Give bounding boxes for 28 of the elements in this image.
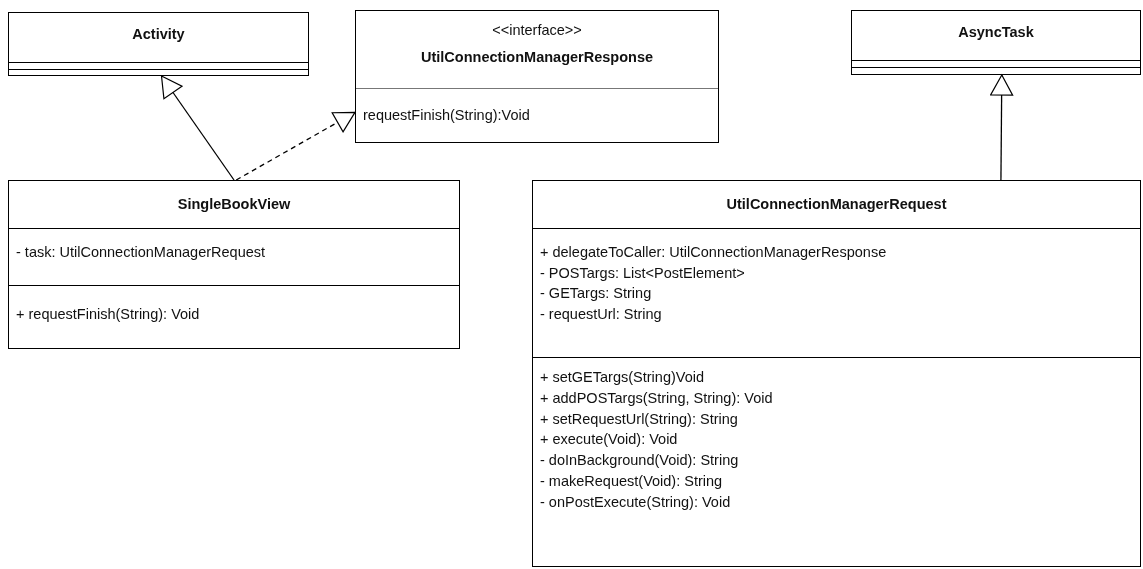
attribute-text: - POSTargs: List<PostElement> xyxy=(540,263,745,282)
class-box xyxy=(851,10,1141,75)
interface-name: UtilConnectionManagerResponse xyxy=(420,48,654,66)
method-text: + execute(Void): Void xyxy=(540,430,678,449)
inheritance-arrow xyxy=(160,75,235,181)
class-name: SingleBookView xyxy=(176,195,292,213)
attribute-text: - GETargs: String xyxy=(540,284,652,302)
method-text: - onPostExecute(String): Void xyxy=(540,492,731,511)
method-text: requestFinish(String):Void xyxy=(363,106,530,124)
class-name: AsyncTask xyxy=(957,23,1035,41)
interface-box xyxy=(355,10,719,143)
method-text: - makeRequest(Void): String xyxy=(540,472,723,490)
inheritance-arrow xyxy=(990,74,1014,181)
method-text: - doInBackground(Void): String xyxy=(540,451,739,470)
class-box xyxy=(8,180,460,349)
stereotype-label: <<interface>> xyxy=(491,21,583,39)
class-box xyxy=(8,12,309,76)
method-text: + addPOSTargs(String, String): Void xyxy=(540,388,773,407)
method-text: + requestFinish(String): Void xyxy=(16,305,200,323)
class-box xyxy=(532,180,1141,567)
class-name: UtilConnectionManagerRequest xyxy=(725,195,948,213)
attribute-text: + delegateToCaller: UtilConnectionManagerResponse xyxy=(540,243,887,261)
class-name: Activity xyxy=(131,25,186,43)
attribute-text: - task: UtilConnectionManagerRequest xyxy=(16,243,266,261)
method-text: + setGETargs(String)Void xyxy=(540,368,704,386)
method-text: + setRequestUrl(String): String xyxy=(540,409,738,428)
realization-arrow xyxy=(235,111,356,181)
attribute-text: - requestUrl: String xyxy=(540,304,662,323)
